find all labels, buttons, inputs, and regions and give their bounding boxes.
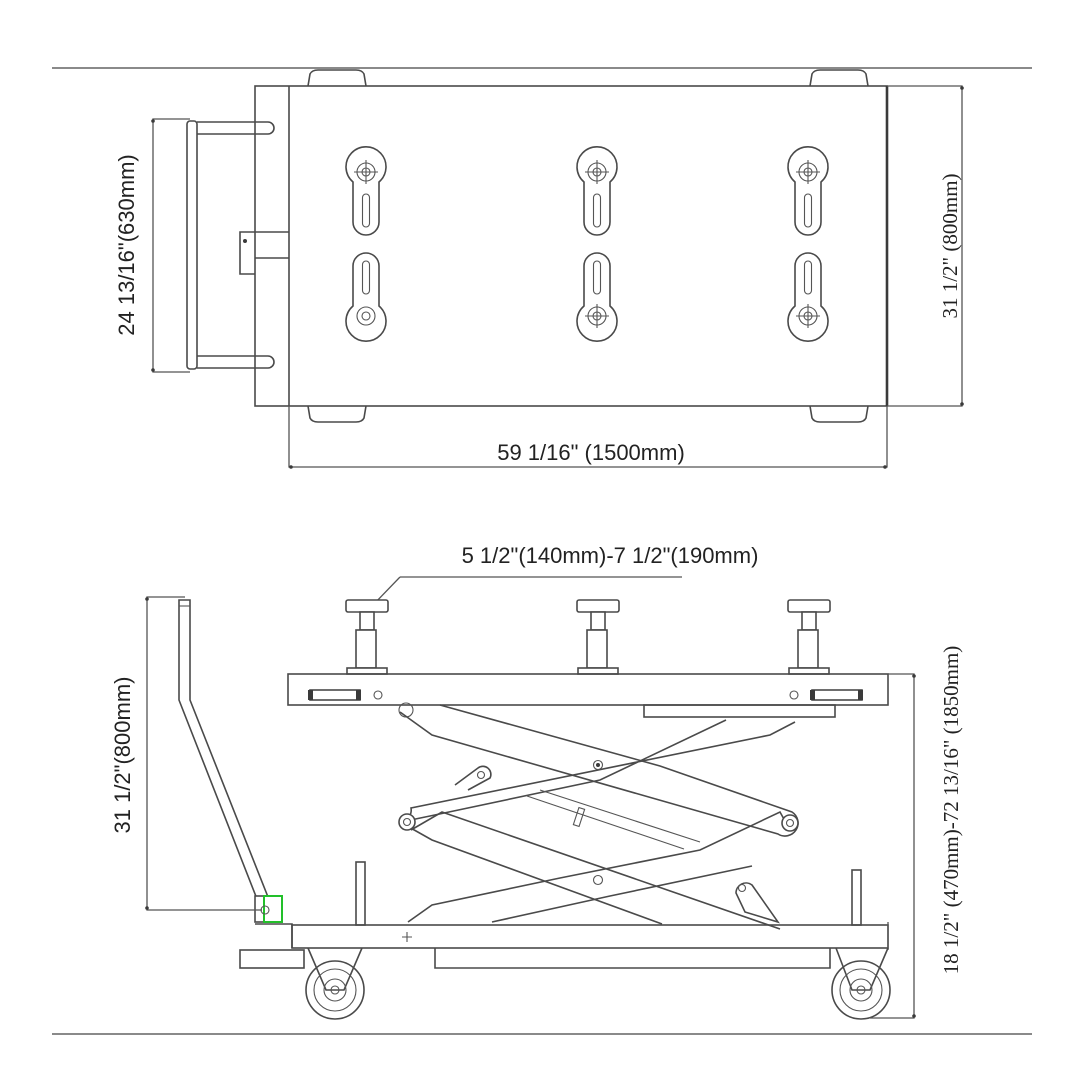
handle-side bbox=[178, 599, 283, 923]
saddle-2 bbox=[576, 599, 620, 675]
label-table-length: 59 1/16" (1500mm) bbox=[497, 440, 685, 465]
dim-table-width: 31 1/2" (800mm) bbox=[887, 85, 964, 407]
label-lift-height: 18 1/2" (470mm)-72 13/16" (1850mm) bbox=[939, 646, 963, 975]
wheel-left bbox=[305, 947, 365, 1020]
saddle-1 bbox=[345, 599, 389, 675]
corner-tab-top-right bbox=[809, 69, 869, 87]
dim-lift-height: 18 1/2" (470mm)-72 13/16" (1850mm) bbox=[870, 646, 963, 1019]
slot-top-1 bbox=[345, 146, 387, 236]
slot-bottom-3 bbox=[787, 252, 829, 342]
label-handle-height: 31 1/2"(800mm) bbox=[110, 677, 135, 834]
dim-table-length: 59 1/16" (1500mm) bbox=[288, 406, 888, 469]
dim-handle-width: 24 13/16"(630mm) bbox=[114, 118, 190, 373]
bracket-bolt bbox=[243, 239, 247, 243]
handle-pivot-highlight bbox=[263, 895, 283, 923]
saddle-3 bbox=[787, 599, 831, 675]
corner-tab-bottom-right bbox=[809, 405, 869, 423]
corner-tab-bottom-left bbox=[307, 405, 367, 423]
handle-top bbox=[186, 120, 275, 370]
mounting-slots bbox=[345, 146, 829, 342]
scissor-mechanism bbox=[398, 704, 799, 930]
label-saddle-height: 5 1/2"(140mm)-7 1/2"(190mm) bbox=[462, 543, 759, 568]
slot-top-3 bbox=[787, 146, 829, 236]
base-frame bbox=[239, 861, 889, 969]
label-table-width: 31 1/2" (800mm) bbox=[938, 173, 962, 318]
corner-tab-top-left bbox=[307, 69, 367, 87]
slot-top-2 bbox=[576, 146, 618, 236]
slot-bottom-2 bbox=[576, 252, 618, 342]
dim-saddle-height: 5 1/2"(140mm)-7 1/2"(190mm) bbox=[371, 543, 759, 607]
table-frame-outer bbox=[254, 85, 888, 407]
top-view: 24 13/16"(630mm) 31 1/2" (800mm) 59 1/16… bbox=[114, 69, 964, 469]
top-beam bbox=[287, 673, 889, 718]
label-handle-width: 24 13/16"(630mm) bbox=[114, 154, 139, 335]
side-view: 5 1/2"(140mm)-7 1/2"(190mm) bbox=[110, 543, 963, 1020]
wheel-right bbox=[831, 947, 891, 1020]
dim-handle-height: 31 1/2"(800mm) bbox=[110, 596, 262, 911]
slot-bottom-1 bbox=[345, 252, 387, 342]
handle-bracket bbox=[239, 231, 289, 275]
